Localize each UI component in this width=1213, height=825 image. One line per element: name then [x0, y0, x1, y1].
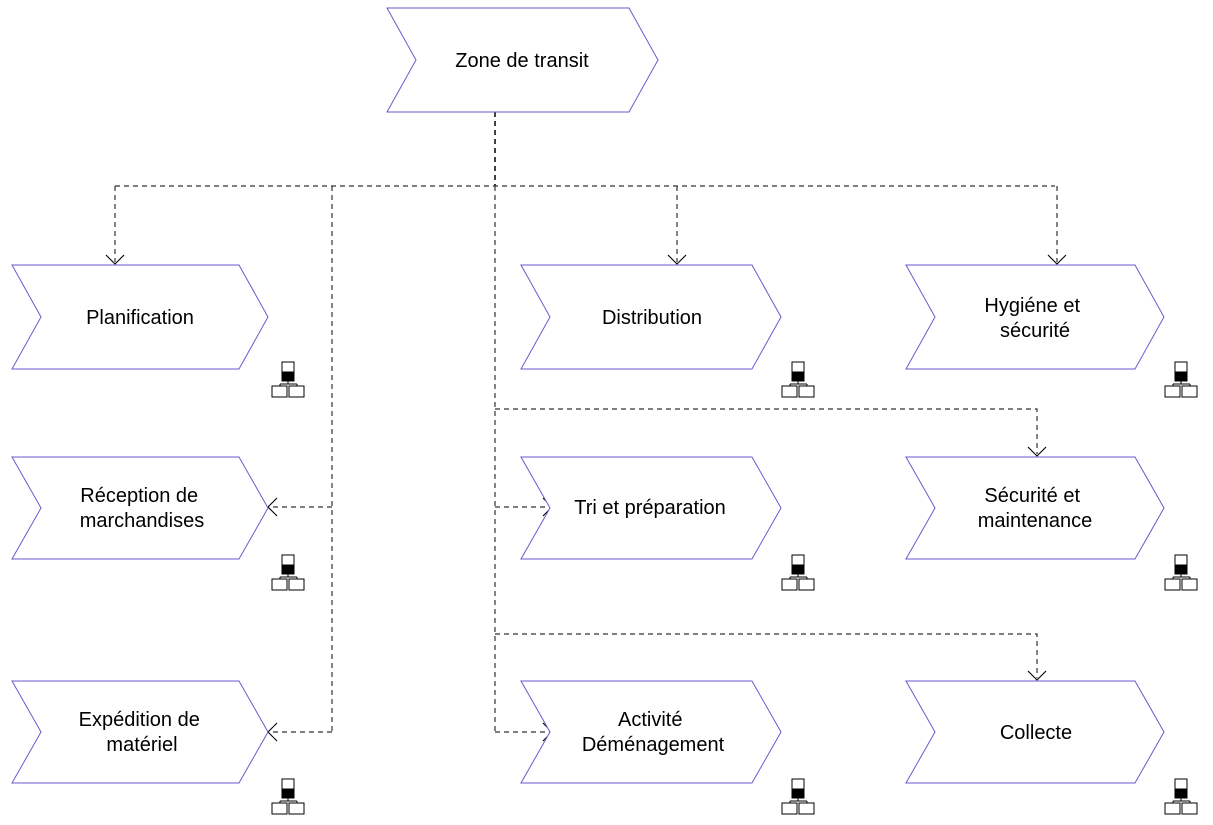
- root-node[interactable]: Zone de transit: [386, 7, 659, 113]
- chevron-shape: [11, 264, 269, 370]
- hierarchy-icon[interactable]: [1164, 554, 1198, 591]
- node-securite[interactable]: Sécurité et maintenance: [905, 456, 1165, 560]
- node-hygiene[interactable]: Hygiéne et sécurité: [905, 264, 1165, 370]
- chevron-shape: [905, 264, 1165, 370]
- chevron-shape: [520, 680, 782, 784]
- chevron-shape: [11, 680, 269, 784]
- hierarchy-icon[interactable]: [1164, 778, 1198, 815]
- chevron-shape: [905, 456, 1165, 560]
- node-label: Zone de transit: [455, 50, 589, 72]
- node-label: Expédition de matériel: [79, 709, 206, 756]
- connector-to-collecte: [495, 633, 1038, 678]
- connector-to-securite: [495, 408, 1038, 454]
- arrowhead-securite: [1027, 446, 1047, 457]
- node-label: Sécurité et maintenance: [978, 485, 1093, 532]
- arrowhead-hygiene: [1047, 254, 1067, 265]
- hierarchy-icon[interactable]: [781, 554, 815, 591]
- node-distribution[interactable]: Distribution: [520, 264, 782, 370]
- hierarchy-icon[interactable]: [271, 554, 305, 591]
- node-label: Collecte: [1000, 722, 1072, 744]
- node-label: Activité Déménagement: [582, 709, 725, 756]
- node-label: Distribution: [602, 307, 702, 329]
- arrowhead-collecte: [1027, 670, 1047, 681]
- node-planification[interactable]: Planification: [11, 264, 269, 370]
- chevron-shape: [520, 264, 782, 370]
- arrowhead-distribution: [667, 254, 687, 265]
- hierarchy-icon[interactable]: [781, 361, 815, 398]
- node-reception[interactable]: Réception de marchandises: [11, 456, 269, 560]
- hierarchy-icon[interactable]: [271, 361, 305, 398]
- connectors: [114, 112, 1058, 733]
- node-label: Hygiéne et sécurité: [984, 295, 1085, 342]
- hierarchy-icon[interactable]: [781, 778, 815, 815]
- hierarchy-icon[interactable]: [271, 778, 305, 815]
- chevron-shape: [386, 7, 659, 113]
- arrowhead-planification: [105, 254, 125, 265]
- node-tri[interactable]: Tri et préparation: [520, 456, 782, 560]
- chevron-shape: [905, 680, 1165, 784]
- node-collecte[interactable]: Collecte: [905, 680, 1165, 784]
- node-label: Planification: [86, 307, 194, 329]
- node-expedition[interactable]: Expédition de matériel: [11, 680, 269, 784]
- node-activite[interactable]: Activité Déménagement: [520, 680, 782, 784]
- chevron-shape: [520, 456, 782, 560]
- chevron-shape: [11, 456, 269, 560]
- hierarchy-icon[interactable]: [1164, 361, 1198, 398]
- node-label: Tri et préparation: [574, 497, 726, 519]
- node-label: Réception de marchandises: [80, 485, 205, 532]
